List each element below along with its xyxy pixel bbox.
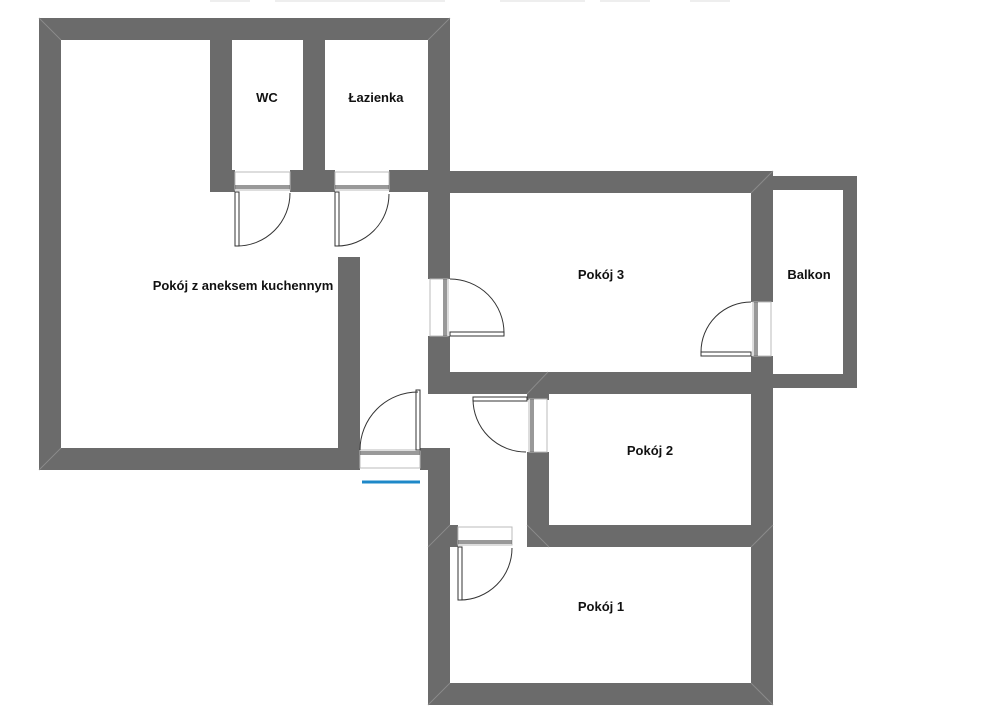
room-label-pokoj-3: Pokój 3 bbox=[578, 267, 624, 282]
wall bbox=[303, 40, 325, 192]
wall bbox=[210, 40, 232, 192]
room-labels: WC Łazienka Pokój z aneksem kuchennym Po… bbox=[153, 90, 831, 614]
door-pokoj-3-left bbox=[429, 278, 505, 337]
wall bbox=[39, 18, 61, 470]
room-label-pokoj-2: Pokój 2 bbox=[627, 443, 673, 458]
wall bbox=[428, 18, 450, 192]
wall bbox=[527, 394, 549, 400]
room-label-balkon: Balkon bbox=[787, 267, 830, 282]
room-label-pokoj-z-aneksem: Pokój z aneksem kuchennym bbox=[153, 278, 334, 293]
door-lazienka bbox=[334, 171, 390, 247]
wall bbox=[290, 170, 335, 192]
door-balkon bbox=[700, 301, 772, 357]
wall bbox=[428, 683, 773, 705]
doors bbox=[234, 171, 772, 601]
wall bbox=[428, 448, 450, 705]
wall bbox=[210, 170, 235, 192]
wall bbox=[39, 18, 450, 40]
door-pokoj-1 bbox=[457, 526, 513, 601]
wall bbox=[39, 448, 360, 470]
room-label-wc: WC bbox=[256, 90, 278, 105]
wall bbox=[527, 525, 773, 547]
wall bbox=[773, 176, 857, 190]
room-label-pokoj-1: Pokój 1 bbox=[578, 599, 624, 614]
room-label-lazienka: Łazienka bbox=[349, 90, 405, 105]
door-living-room bbox=[359, 389, 421, 469]
wall bbox=[773, 374, 857, 388]
wall bbox=[338, 257, 360, 470]
wall bbox=[428, 171, 773, 193]
wall bbox=[751, 171, 773, 302]
walls bbox=[39, 18, 857, 705]
door-pokoj-2 bbox=[472, 396, 548, 453]
wall bbox=[428, 171, 450, 279]
wall bbox=[428, 372, 773, 394]
wall-mitres bbox=[38, 17, 774, 706]
door-wc bbox=[234, 171, 291, 247]
wall bbox=[527, 452, 549, 547]
top-edge-marks bbox=[210, 0, 730, 2]
wall bbox=[843, 176, 857, 388]
